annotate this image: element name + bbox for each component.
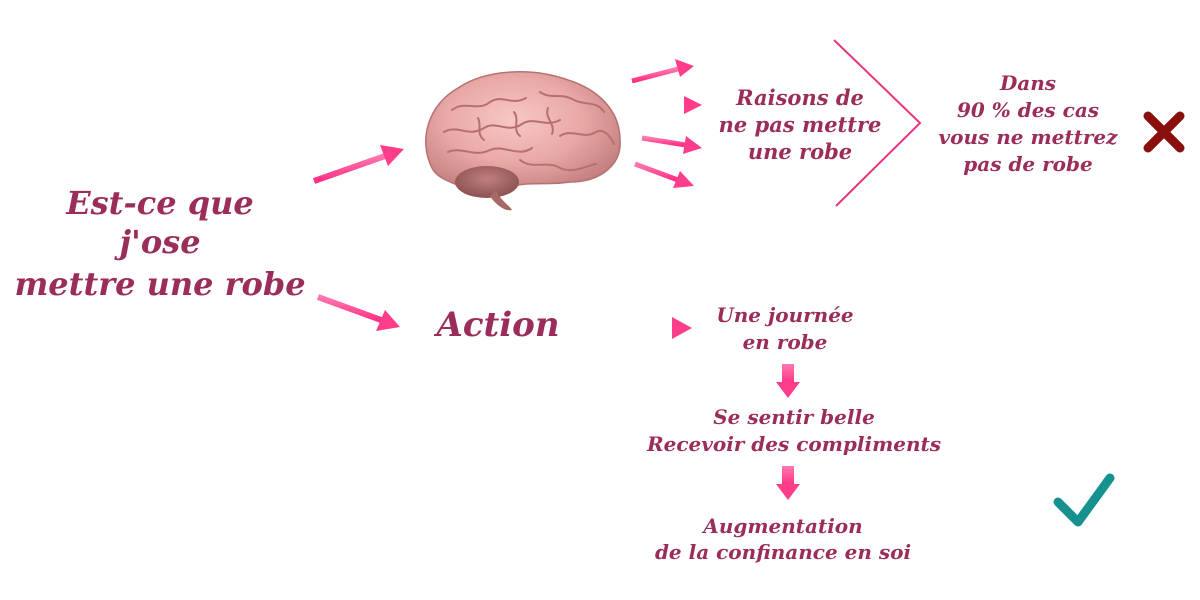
cross-icon <box>1143 111 1185 153</box>
check-icon <box>1053 473 1115 527</box>
brain-icon <box>425 71 621 211</box>
arrow-step-1-to-step-2 <box>776 364 800 398</box>
step-1-line-1: Une journée <box>716 303 853 327</box>
arrow-brain-to-reasons-2 <box>642 96 702 114</box>
arrow-brain-to-reasons-4 <box>634 161 694 188</box>
reasons-line-3: une robe <box>748 139 852 164</box>
reasons-text: Raisons de ne pas mettre une robe <box>719 85 882 164</box>
step-1-line-2: en robe <box>743 330 828 354</box>
step-3-line-1: Augmentation <box>701 514 862 538</box>
arrow-brain-to-reasons-1 <box>631 59 694 84</box>
step-3-line-2: de la confinance en soi <box>655 540 911 564</box>
step-1-text: Une journée en robe <box>716 303 853 354</box>
outcome-no-line-4: pas de robe <box>963 152 1092 176</box>
chevron-separator <box>833 39 922 207</box>
outcome-no-text: Dans 90 % des cas vous ne mettrez pas de… <box>939 71 1119 176</box>
outcome-no-line-1: Dans <box>999 71 1056 95</box>
step-2-text: Se sentir belle Recevoir des compliments <box>646 405 941 456</box>
question-line-1: Est-ce que <box>65 184 253 222</box>
step-3-text: Augmentation de la confinance en soi <box>655 514 911 564</box>
outcome-no-line-2: 90 % des cas <box>957 98 1099 122</box>
arrow-question-to-action <box>316 294 400 331</box>
reasons-line-1: Raisons de <box>735 85 864 110</box>
question-line-2: j'ose <box>113 223 200 261</box>
arrow-question-to-brain <box>309 145 404 186</box>
reasons-line-2: ne pas mettre <box>719 112 882 137</box>
step-2-line-1: Se sentir belle <box>713 405 875 429</box>
outcome-no-line-3: vous ne mettrez <box>939 125 1119 149</box>
arrow-step-2-to-step-3 <box>776 466 800 500</box>
arrow-action-to-step-1 <box>582 317 692 339</box>
action-label: Action <box>433 305 559 345</box>
arrow-brain-to-reasons-3 <box>641 135 702 154</box>
question-line-3: mettre une robe <box>14 265 305 303</box>
question-text: Est-ce que j'ose mettre une robe <box>14 184 305 303</box>
step-2-line-2: Recevoir des compliments <box>646 432 941 456</box>
